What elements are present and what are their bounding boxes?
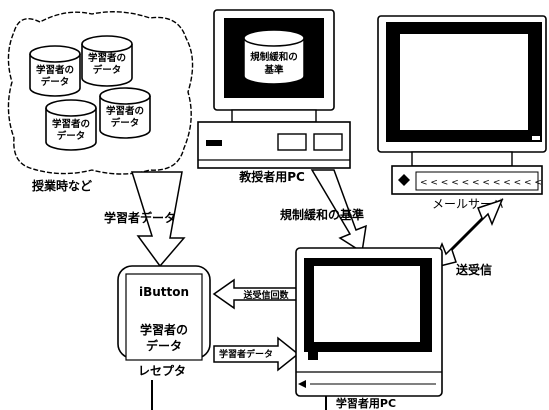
cylinder-label: データ [57, 130, 86, 142]
cylinder-label: 学習者の [88, 52, 126, 64]
cylinder-label: 学習者の [52, 118, 90, 130]
learner-monitor-screen [314, 266, 420, 342]
arrow-server-link: 送受信 [430, 198, 504, 277]
criteria-cylinder: 規制緩和の 基準 [243, 29, 305, 85]
cylinder-label: データ [111, 117, 140, 129]
criteria-label: 規制緩和の [250, 51, 298, 63]
learner-pc-caption: 学習者用PC [336, 396, 396, 410]
teacher-drive-bay [277, 133, 307, 151]
learner-pc: 学習者用PC [295, 247, 443, 410]
teacher-drive-bay [313, 133, 343, 151]
server-monitor-screen [400, 34, 528, 130]
learner-data-cloud: 学習者の データ 学習者の データ 学習者の データ 学習者の データ 授業時な… [7, 11, 194, 193]
learner-data-cylinder: 学習者の データ [29, 45, 81, 97]
receptor-data-label: データ [146, 338, 182, 353]
teacher-monitor-stand [231, 109, 317, 123]
cloud-to-receptor-label: 学習者データ [104, 210, 176, 225]
learner-data-cylinder: 学習者の データ [45, 99, 97, 151]
teacher-pc: 規制緩和の 基準 教授者用PC [197, 9, 351, 184]
arrow-send-count: 送受信回数 [212, 278, 301, 310]
receptor-caption: レセプタ [138, 363, 186, 378]
cylinder-label: データ [93, 64, 122, 76]
arrow-teacher-to-learner: 規制緩和の基準 [280, 169, 367, 254]
cloud-caption: 授業時など [32, 178, 92, 193]
teacher-pc-caption: 教授者用PC [238, 169, 305, 184]
teacher-to-learner-label: 規制緩和の基準 [280, 207, 364, 222]
receptor-to-learner-label: 学習者データ [219, 348, 273, 360]
learner-data-cylinder: 学習者の データ [81, 35, 133, 87]
receptor-data-label: 学習者の [140, 322, 188, 337]
cylinder-label: 学習者の [106, 105, 144, 117]
send-count-label: 送受信回数 [242, 289, 289, 301]
server-monitor-stand [411, 151, 513, 167]
cylinder-label: データ [41, 76, 70, 88]
learner-data-cylinder: 学習者の データ [99, 87, 151, 139]
svg-text:< < < < < < < < < < < <: < < < < < < < < < < < < [420, 178, 542, 188]
cylinder-label: 学習者の [36, 64, 74, 76]
mail-server: < < < < < < < < < < < < メールサーバ [377, 15, 547, 211]
ibutton-label: iButton [139, 285, 189, 299]
receptor: iButton 学習者の データ レセプタ [117, 265, 211, 410]
server-link-label: 送受信 [455, 262, 492, 277]
arrow-cloud-to-receptor: 学習者データ [104, 171, 186, 268]
criteria-label: 基準 [263, 64, 284, 76]
arrow-receptor-to-learner: 学習者データ [213, 336, 300, 372]
teacher-drive-slot [206, 140, 222, 146]
